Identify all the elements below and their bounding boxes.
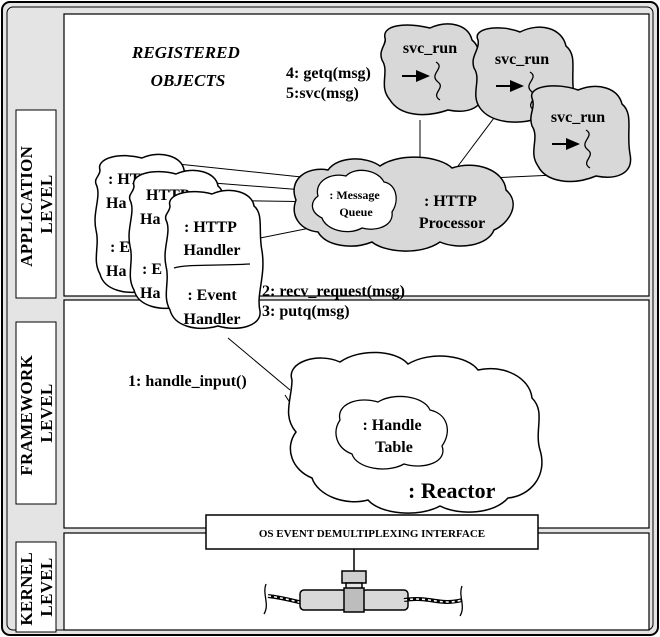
recv-request-label: 2: recv_request(msg) bbox=[262, 283, 405, 300]
reactor-label: : Reactor bbox=[408, 478, 496, 503]
reactor-cloud: : Handle Table : Reactor bbox=[287, 351, 543, 514]
os-interface-box bbox=[205, 514, 539, 550]
kernel-level-label: KERNEL LEVEL bbox=[17, 548, 56, 625]
framework-level-label: FRAMEWORK LEVEL bbox=[17, 350, 56, 475]
svc-run-label-1: svc_run bbox=[403, 40, 457, 57]
registered-objects-title: REGISTERED OBJECTS bbox=[131, 43, 244, 90]
http-processor-cloud: : Message Queue : HTTP Processor bbox=[293, 156, 514, 252]
svc-run-label-2: svc_run bbox=[495, 51, 549, 68]
http-handler-front: : HTTP Handler : Event Handler bbox=[164, 189, 264, 330]
svc-run-cloud-1: svc_run bbox=[380, 23, 484, 116]
http-handler-front-label: : HTTP Handler bbox=[184, 219, 241, 259]
framework-label-box bbox=[15, 321, 57, 505]
kernel-label-box bbox=[15, 541, 57, 633]
svc-label: 5:svc(msg) bbox=[286, 85, 359, 102]
handle-input-label: 1: handle_input() bbox=[128, 373, 247, 390]
event-handler-back-2-label: : E Ha bbox=[140, 261, 166, 302]
svc-run-label-3: svc_run bbox=[551, 109, 605, 126]
svc-run-cloud-3: svc_run bbox=[530, 85, 632, 183]
message-queue-label: : Message Queue bbox=[329, 188, 382, 219]
os-interface-label: OS EVENT DEMULTIPLEXING INTERFACE bbox=[259, 528, 485, 540]
application-label-box bbox=[15, 109, 57, 299]
event-handler-back-1-label: : E Ha bbox=[106, 239, 134, 280]
getq-label: 4: getq(msg) bbox=[286, 65, 371, 82]
event-handler-front-label: : Event Handler bbox=[184, 287, 241, 328]
handle-table-label: : Handle Table bbox=[362, 417, 425, 456]
putq-label: 3: putq(msg) bbox=[262, 303, 350, 320]
application-level-label: APPLICATION LEVEL bbox=[17, 141, 56, 267]
http-processor-label: : HTTP Processor bbox=[419, 193, 485, 232]
network-connector-icon bbox=[263, 549, 463, 617]
